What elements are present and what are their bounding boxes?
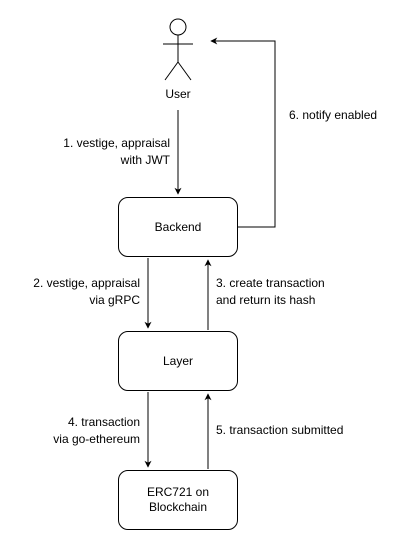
user-label: User [165,87,191,101]
layer-node[interactable]: Layer [118,331,238,391]
edge-6-label: 6. notify enabled [289,108,378,122]
backend-node[interactable]: Backend [118,197,238,257]
edge-5-label: 5. transaction submitted [216,423,344,437]
edge-3-label-line1: 3. create transaction [216,276,325,290]
edge-3-label-line2: and return its hash [216,293,316,307]
backend-node-label: Backend [154,219,202,234]
blockchain-node[interactable]: ERC721 on Blockchain [118,470,238,530]
edge-4-label-line1: 4. transaction [67,415,140,429]
edge-backend-to-user [210,37,276,228]
edge-1-label-line1: 1. vestige, appraisal [63,136,170,150]
blockchain-node-label-line2: Blockchain [148,500,208,514]
edge-2-label-line2: via gRPC [89,293,140,307]
layer-node-label: Layer [162,353,194,368]
blockchain-node-label-line1: ERC721 on [146,485,210,499]
edge-4-label-line2: via go-ethereum [53,432,140,446]
user-actor-icon [163,18,193,81]
edge-1-label-line2: with JWT [120,153,170,167]
edge-2-label-line1: 2. vestige, appraisal [33,276,140,290]
